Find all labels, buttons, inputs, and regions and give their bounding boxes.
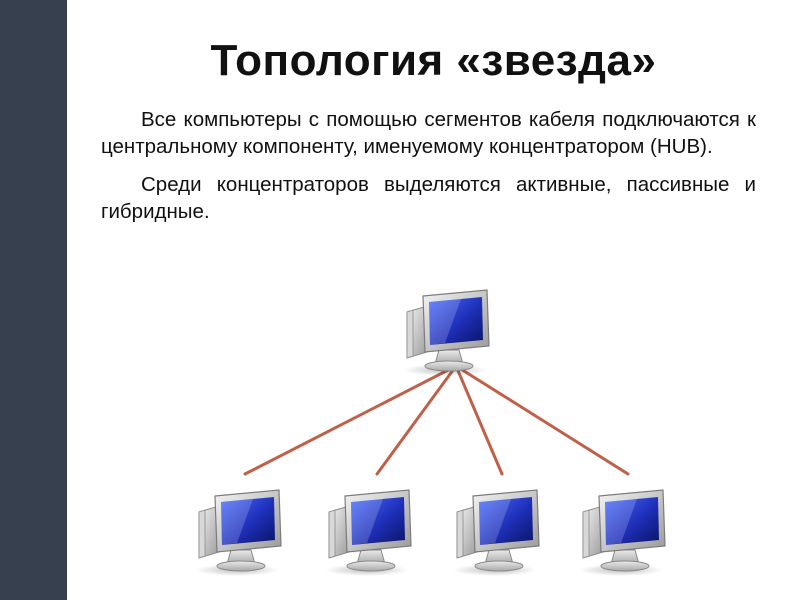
- hub-computer-computer-icon: [403, 290, 489, 376]
- cable-computer-2: [377, 366, 456, 474]
- cable-segments: [245, 366, 628, 474]
- cable-computer-4: [456, 366, 628, 474]
- cable-computer-1: [245, 366, 456, 474]
- computer-3-computer-icon: [453, 490, 539, 576]
- computer-4-computer-icon: [579, 490, 665, 576]
- computer-nodes: [195, 290, 665, 576]
- computer-2-computer-icon: [325, 490, 411, 576]
- computer-1-computer-icon: [195, 490, 281, 576]
